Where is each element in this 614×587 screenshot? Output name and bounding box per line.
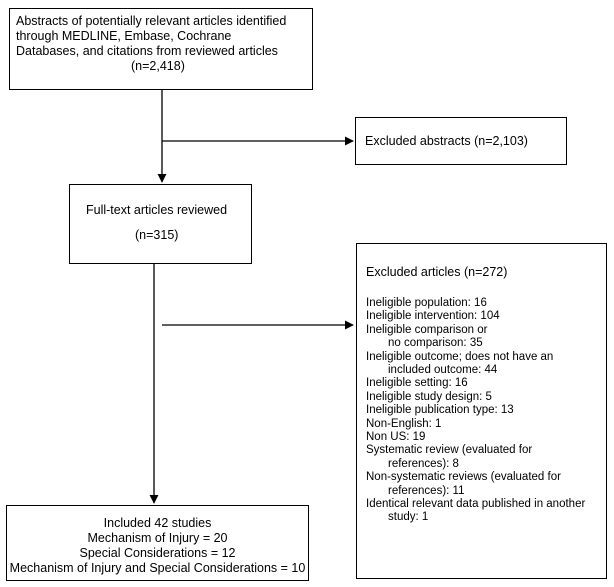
identified-box: Abstracts of potentially relevant articl… [9,8,313,90]
full-text-reviewed-count: (n=315) [135,228,179,242]
reason-item: Ineligible intervention: 104 [366,310,500,323]
reason-item-continued: no comparison: 35 [388,337,483,350]
reason-item: Ineligible publication type: 13 [366,404,514,417]
reason-item-continued: study: 1 [388,511,429,524]
identified-count: (n=2,418) [131,59,185,73]
reason-item: Ineligible outcome; does not have an [366,350,554,363]
included-both: Mechanism of Injury and Special Consider… [9,561,306,575]
excluded-abstracts-box: Excluded abstracts (n=2,103) [355,117,567,165]
excluded-articles-title: Excluded articles (n=272) [366,265,508,279]
reason-item: Non-English: 1 [366,417,442,430]
full-text-reviewed-box: Full-text articles reviewed (n=315) [69,184,252,264]
reason-item-continued: references): 11 [388,484,465,497]
included-total: Included 42 studies [103,516,212,530]
reason-item: Ineligible comparison or [366,323,488,336]
identified-line-3: Databases, and citations from reviewed a… [16,44,278,58]
reason-item-continued: references): 8 [388,457,459,470]
full-text-reviewed-label: Full-text articles reviewed [86,203,228,217]
identified-line-1: Abstracts of potentially relevant articl… [16,14,287,28]
included-studies-box: Included 42 studies Mechanism of Injury … [6,505,309,581]
reason-item: Ineligible study design: 5 [366,390,492,403]
included-special: Special Considerations = 12 [79,546,236,560]
reason-item: Ineligible setting: 16 [366,377,468,390]
reason-item: Identical relevant data published in ano… [366,498,586,510]
reason-item: Systematic review (evaluated for [366,444,533,457]
identified-line-2: through MEDLINE, Embase, Cochrane [16,29,232,43]
included-lines: Included 42 studies Mechanism of Injury … [7,516,308,576]
reason-item: Non US: 19 [366,431,426,443]
reason-item-continued: included outcome: 44 [388,364,498,376]
reason-item: Non-systematic reviews (evaluated for [366,471,561,484]
reason-item: Ineligible population: 16 [366,297,487,309]
excluded-articles-box: Excluded articles (n=272) Ineligible pop… [356,243,607,579]
excluded-abstracts-label: Excluded abstracts (n=2,103) [365,134,528,148]
included-mechanism: Mechanism of Injury = 20 [87,531,228,545]
